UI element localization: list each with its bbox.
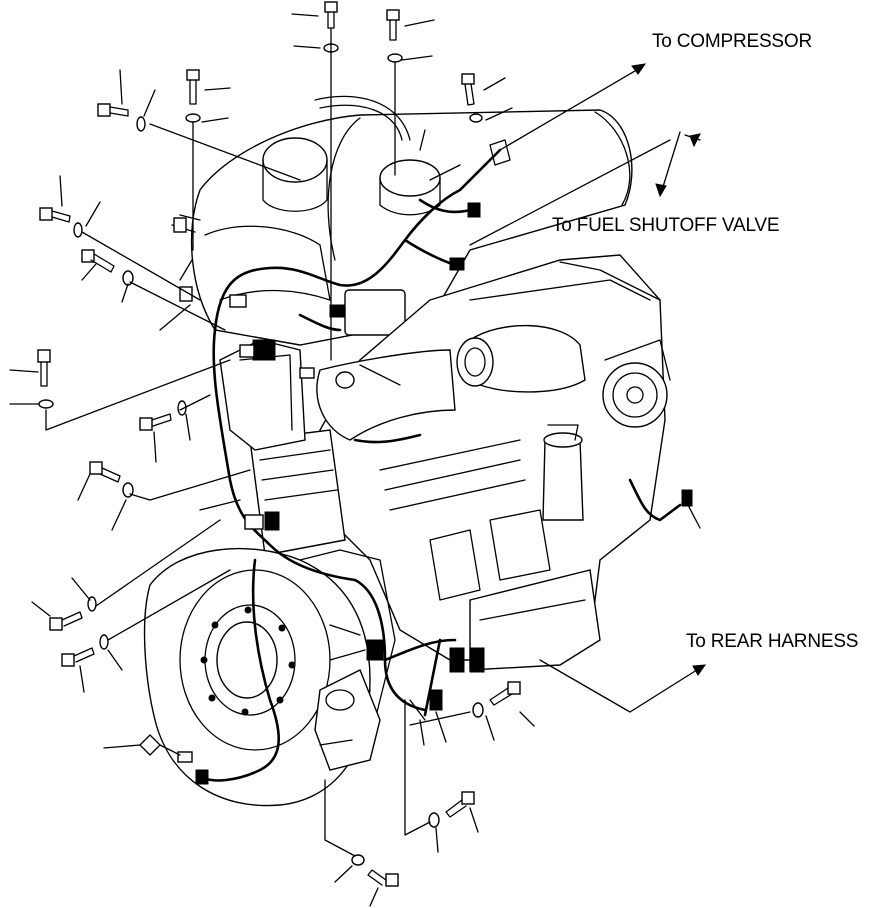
bolt-icon [489,681,521,706]
arrow-icon [539,659,701,713]
bolt-icon [367,869,399,887]
washer-icon [177,400,187,416]
washer-icon [73,222,83,238]
washer-icon [472,702,484,718]
connectors [139,202,693,785]
washer-icon [99,634,109,650]
bolt-icon [97,103,129,117]
washer-icon [469,113,483,123]
washer-icon [387,53,403,63]
fuel-shutoff-valve-callout: To FUEL SHUTOFF VALVE [552,215,780,236]
bolt-icon [89,461,121,483]
bolt-icon [461,73,475,106]
rear-harness-callout: To REAR HARNESS [686,631,859,652]
compressor-callout: To COMPRESSOR [652,31,812,52]
air-cleaner [171,95,633,346]
callout-arrows [469,63,707,713]
washer-icon [38,399,54,409]
bolt-icon [386,9,400,41]
bolt-icon [139,413,172,431]
washer-icon [185,113,201,123]
bolt-icon [39,207,71,223]
flywheel-housing [143,547,396,807]
bolt-icon [186,69,200,105]
bolt-icon [324,1,338,29]
bolt-icon [61,647,95,667]
washer-icon [428,812,440,828]
engine-block [219,254,671,671]
bolt-icon [37,349,51,387]
washer-icon [351,854,365,866]
bolt-icon [49,611,83,631]
washer-icon [136,116,146,132]
wire-harness [198,139,682,782]
bolt-icon [445,791,475,818]
arrow-icon [499,67,641,151]
bolt-icon [81,249,115,273]
leader-lines [9,13,701,907]
